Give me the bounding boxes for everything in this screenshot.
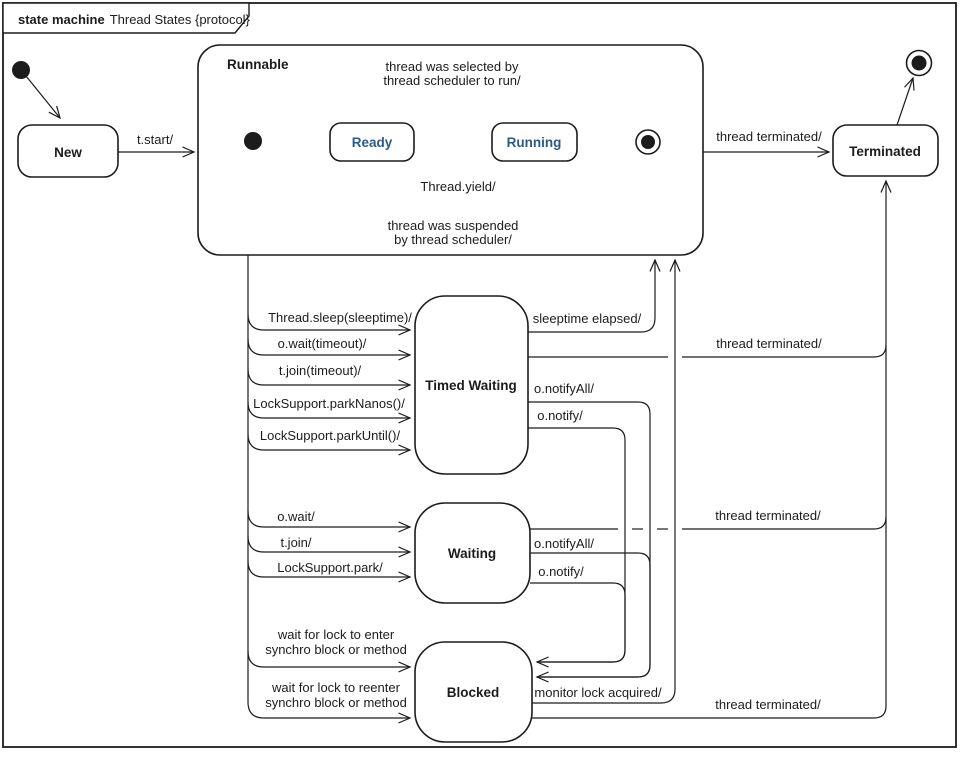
transition-o-wait-timeout [247,338,410,355]
final-state-dot [911,55,927,71]
frame-title-tab [2,2,250,34]
label-o-wait: o.wait/ [277,509,315,524]
label-monitor-lock-acquired: monitor lock acquired/ [534,685,662,700]
state-terminated-label: Terminated [849,144,921,159]
transition-park-until [247,433,410,450]
state-running [491,122,578,162]
state-timed-waiting-label: Timed Waiting [425,378,517,393]
label-park-until: LockSupport.parkUntil()/ [260,428,401,443]
transition-terminated-to-final [896,78,913,126]
state-ready-label: Ready [352,135,393,150]
transition-monitor-lock-acquired [532,260,675,704]
label-enter-line2: synchro block or method [265,642,407,657]
transition-initial-to-new [25,75,60,118]
label-selected-line2: thread scheduler to run/ [383,73,521,88]
state-new [17,124,119,178]
state-terminated [832,124,939,177]
state-running-label: Running [507,135,562,150]
label-suspended-line2: by thread scheduler/ [394,232,512,247]
label-t-join-timeout: t.join(timeout)/ [279,363,362,378]
runnable-final-state-dot [641,135,655,149]
label-t-join: t.join/ [280,535,311,550]
transition-thread-sleep [247,313,410,330]
label-tw-notify: o.notify/ [537,408,583,423]
state-runnable [197,44,704,256]
label-tw-terminated: thread terminated/ [716,336,822,351]
label-reenter-line1: wait for lock to reenter [271,680,401,695]
label-w-terminated: thread terminated/ [715,508,821,523]
label-t-start: t.start/ [137,132,174,147]
label-suspended-line1: thread was suspended [388,218,519,233]
diagram-title-name: Thread States {protocol} [110,12,251,27]
state-blocked [414,641,533,743]
label-runnable-terminated: thread terminated/ [716,129,822,144]
state-waiting [414,502,531,604]
transition-t-join [247,535,410,552]
transition-wait-lock-reenter [247,701,410,718]
label-thread-sleep: Thread.sleep(sleeptime)/ [268,310,412,325]
transition-locksupport-park [247,560,410,577]
label-selected-line1: thread was selected by [386,59,519,74]
transition-b-terminated [532,181,886,719]
label-reenter-line2: synchro block or method [265,695,407,710]
runnable-initial-state-icon [244,132,262,150]
label-park-nanos: LockSupport.parkNanos()/ [253,396,405,411]
diagram-title: state machine Thread States {protocol} [18,12,251,27]
state-new-label: New [54,145,82,160]
label-b-terminated: thread terminated/ [715,697,821,712]
label-w-notify: o.notify/ [538,564,584,579]
label-sleeptime-elapsed: sleeptime elapsed/ [533,311,642,326]
transition-t-join-timeout [247,368,410,385]
transition-sleeptime-elapsed [528,260,655,333]
transition-park-nanos [247,401,410,418]
state-ready [329,122,415,162]
label-tw-notifyall: o.notifyAll/ [534,381,594,396]
state-timed-waiting [414,295,529,475]
state-waiting-label: Waiting [448,546,496,561]
transition-o-wait [247,510,410,527]
diagram-title-keyword: state machine [18,12,105,27]
transition-wait-lock-enter [247,650,410,667]
label-w-notifyall: o.notifyAll/ [534,536,594,551]
transition-w-notifyall-path [530,552,651,678]
state-blocked-label: Blocked [447,685,500,700]
label-enter-line1: wait for lock to enter [277,627,395,642]
label-yield: Thread.yield/ [420,179,496,194]
initial-state-icon [12,61,30,79]
label-locksupport-park: LockSupport.park/ [277,560,383,575]
transition-w-notify-path [530,582,626,663]
state-runnable-label: Runnable [227,57,289,72]
label-o-wait-timeout: o.wait(timeout)/ [278,336,367,351]
